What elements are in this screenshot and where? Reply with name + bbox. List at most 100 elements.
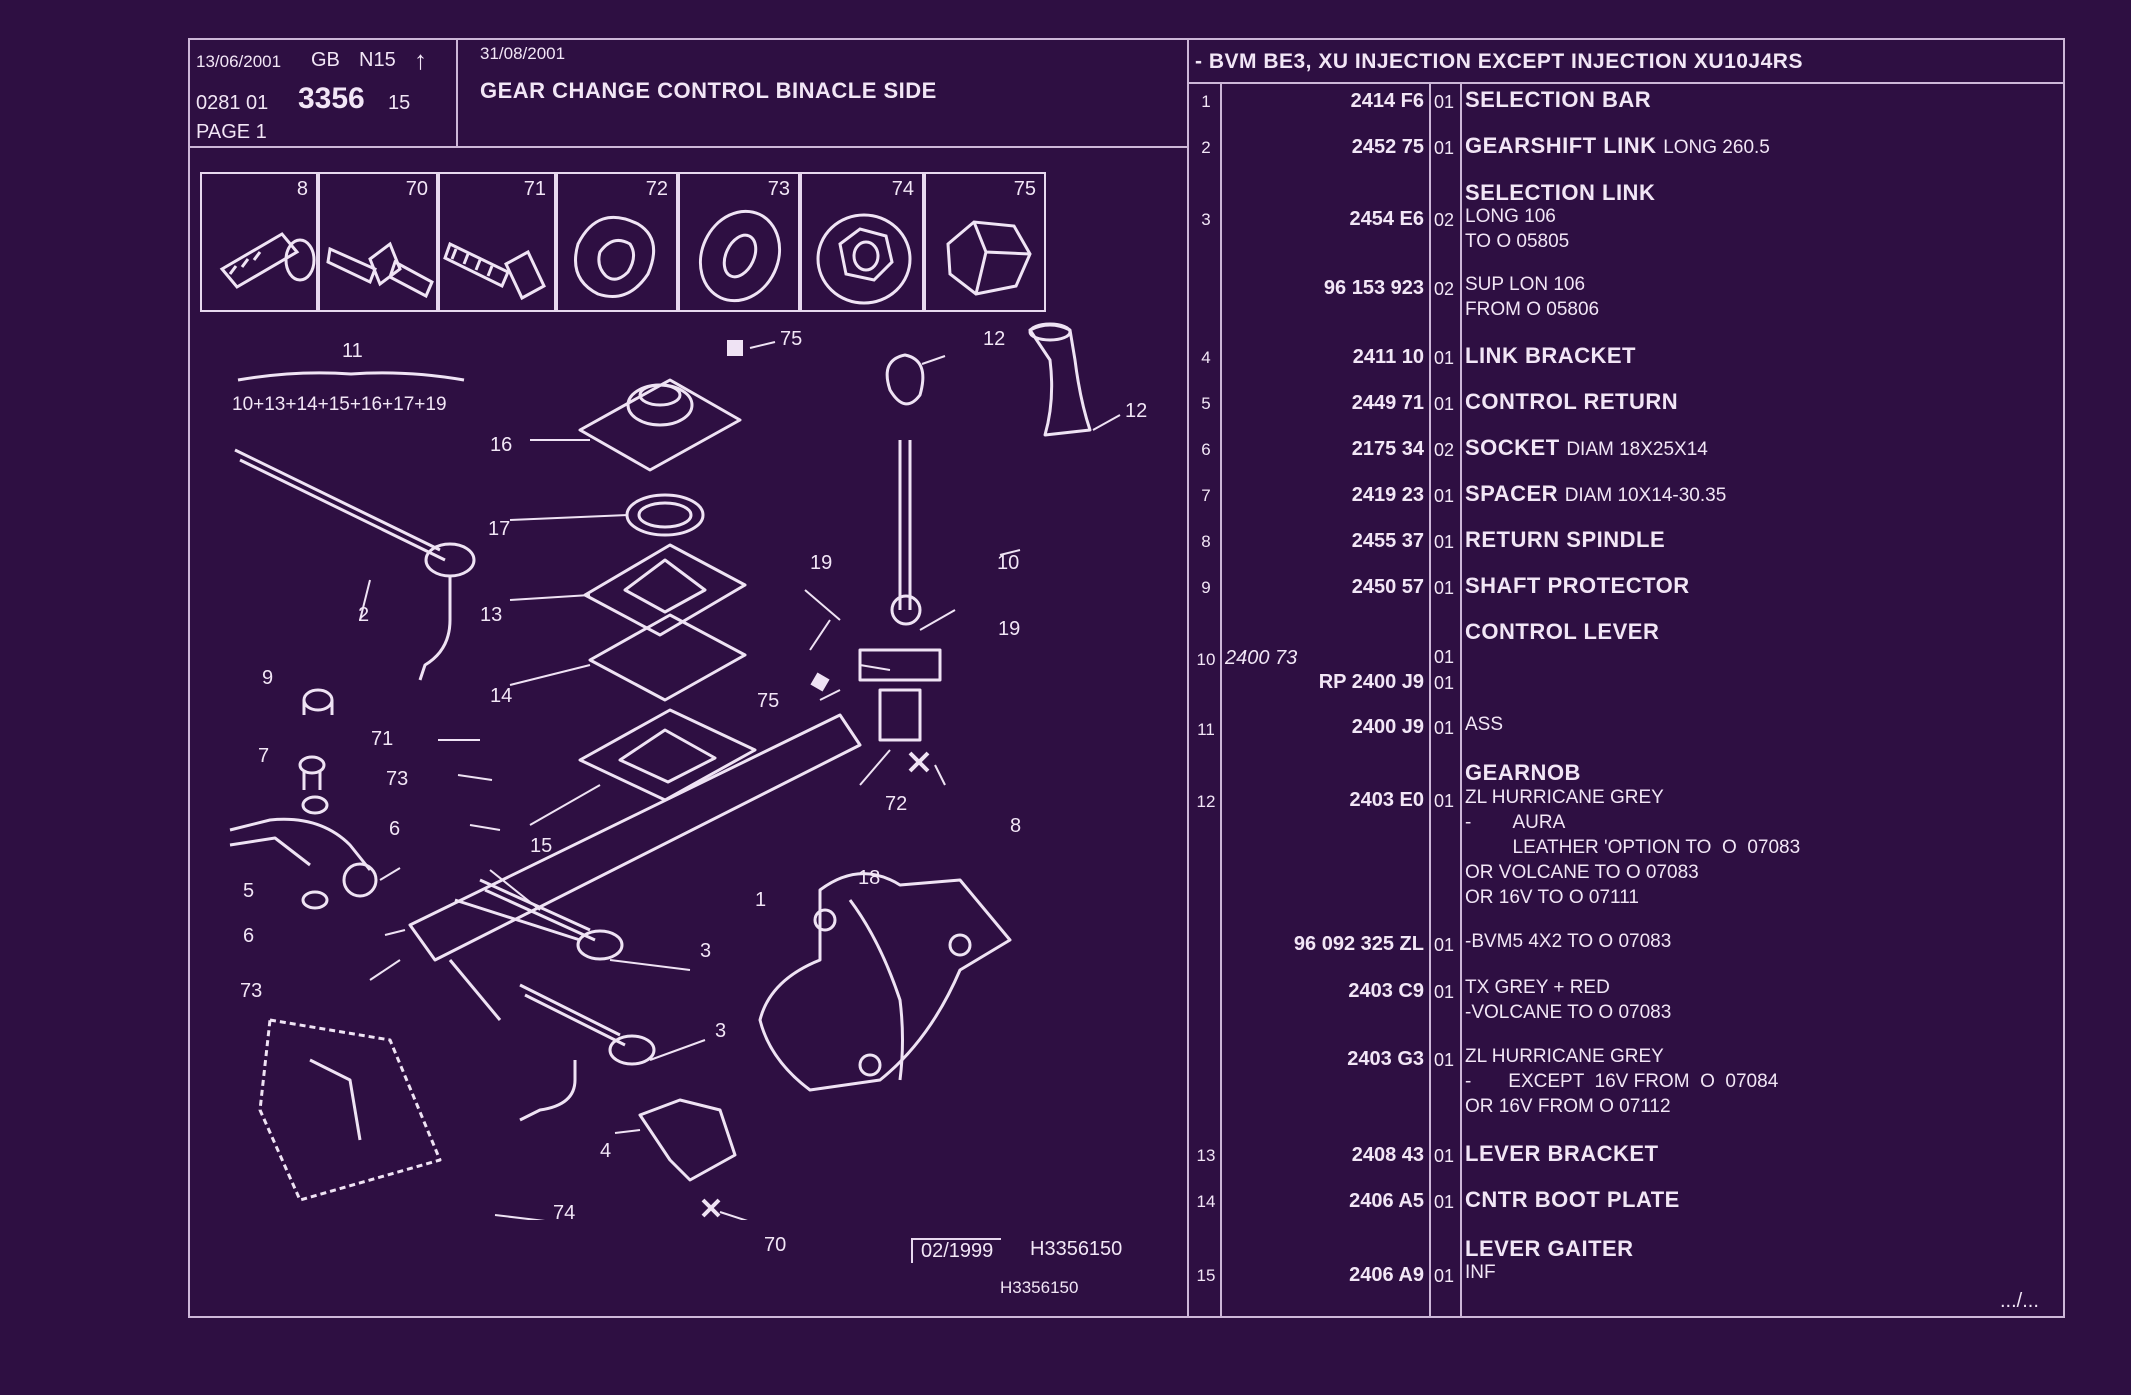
part-designation: SHAFT PROTECTOR (1465, 573, 1690, 598)
callout-73: 73 (386, 768, 409, 790)
callout-19: 19 (810, 552, 833, 574)
part-reference: 2454 E6 (1349, 208, 1424, 230)
part-reference-alt: 2400 73 (1225, 647, 1298, 669)
part-level: 01 (1433, 1050, 1455, 1070)
model: N15 (359, 49, 396, 71)
print-date: 13/06/2001 (196, 52, 282, 71)
list-divider (1187, 38, 1189, 1318)
row-number: 11 (1197, 720, 1215, 739)
drawing-ref-small: H3356150 (1000, 1278, 1079, 1297)
part-note: OR VOLCANE TO O 07083 (1465, 862, 1699, 883)
row-number: 4 (1201, 348, 1211, 367)
part-designation: CONTROL RETURN (1465, 389, 1679, 414)
page-title: GEAR CHANGE CONTROL BINACLE SIDE (480, 78, 937, 103)
row-number: 8 (1201, 532, 1211, 551)
callout-73: 73 (240, 980, 263, 1002)
part-level: 01 (1433, 935, 1455, 955)
part-box-8: 8 (200, 172, 318, 312)
part-note: -BVM5 4X2 TO O 07083 (1465, 931, 1672, 952)
callout-3: 3 (715, 1020, 727, 1042)
part-level: 02 (1433, 279, 1455, 299)
part-designation: SOCKET DIAM 18X25X14 (1465, 435, 1708, 460)
row-number: 14 (1196, 1192, 1216, 1211)
header-divider-left (456, 38, 458, 148)
part-reference: 2406 A9 (1349, 1264, 1424, 1286)
callout-12: 12 (983, 328, 1006, 350)
part-reference: 96 092 325 ZL (1293, 933, 1424, 955)
callout-19: 19 (998, 618, 1021, 640)
part-note: INF (1465, 1262, 1496, 1283)
part-note: ZL HURRICANE GREY (1465, 1046, 1664, 1067)
part-reference: 2414 F6 (1350, 90, 1424, 112)
row-number: 5 (1201, 394, 1211, 413)
part-box-73: 73 (678, 172, 800, 312)
row-number: 10 (1196, 650, 1216, 669)
screw-icon (443, 241, 546, 301)
part-note: -VOLCANE TO O 07083 (1465, 1002, 1672, 1023)
part-box-71: 71 (438, 172, 556, 312)
part-level: 01 (1433, 394, 1455, 414)
part-note: TX GREY + RED (1465, 977, 1610, 998)
callout-74: 74 (553, 1202, 576, 1224)
part-note: SUP LON 106 (1465, 274, 1586, 295)
row-number: 13 (1196, 1146, 1216, 1165)
part-level: 01 (1433, 673, 1455, 693)
part-level: 01 (1433, 138, 1455, 158)
parts-sheet (188, 38, 2065, 1318)
part-level: 01 (1433, 578, 1455, 598)
callout-6: 6 (243, 925, 255, 947)
col-lv-line (1460, 82, 1462, 1318)
clip-icon (574, 215, 656, 298)
callout-16: 16 (490, 434, 513, 456)
page-number: PAGE 1 (196, 121, 267, 143)
part-reference: 2419 23 (1351, 484, 1424, 506)
part-designation: LEVER GAITER (1465, 1236, 1634, 1261)
callout-6: 6 (389, 818, 401, 840)
part-note: - AURA (1465, 812, 1566, 833)
part-level: 01 (1433, 348, 1455, 368)
part-reference: 2403 E0 (1349, 789, 1424, 811)
callout-15: 15 (530, 835, 553, 857)
callout-4: 4 (600, 1140, 612, 1162)
arrow-up-icon: ↑ (414, 45, 427, 75)
part-level: 02 (1433, 210, 1455, 230)
issue-date: 31/08/2001 (480, 44, 566, 63)
part-note: OR 16V TO O 07111 (1465, 887, 1639, 908)
part-box-72: 72 (556, 172, 678, 312)
part-note: ZL HURRICANE GREY (1465, 787, 1664, 808)
bolt-icon (219, 232, 316, 289)
stud-icon (326, 241, 434, 299)
callout-10: 10 (997, 552, 1020, 574)
part-reference: 2452 75 (1351, 136, 1424, 158)
ref-main: 3356 (298, 82, 365, 115)
callout-75: 75 (780, 328, 803, 350)
part-level: 01 (1433, 982, 1455, 1002)
part-level: 01 (1433, 532, 1455, 552)
part-reference: 2403 G3 (1347, 1048, 1424, 1070)
part-designation: SELECTION LINK (1465, 180, 1656, 205)
cap-nut-icon (946, 220, 1032, 296)
part-box-75: 75 (924, 172, 1046, 312)
drawing-ref: H3356150 (1030, 1238, 1123, 1260)
part-designation: RETURN SPINDLE (1465, 527, 1666, 552)
ref-suffix: 15 (388, 92, 411, 114)
callout-72: 72 (885, 793, 908, 815)
part-level: 01 (1433, 1146, 1455, 1166)
part-note: - EXCEPT 16V FROM O 07084 (1465, 1071, 1779, 1092)
part-designation: SELECTION BAR (1465, 87, 1652, 112)
row-number: 9 (1201, 578, 1211, 597)
part-level: 02 (1433, 440, 1455, 460)
part-box-74: 74 (800, 172, 924, 312)
row-number: 2 (1201, 138, 1211, 157)
continued-mark: .../... (2000, 1290, 2039, 1312)
row-number: 1 (1201, 92, 1211, 111)
drawing-date-box: 02/1999 (911, 1238, 1002, 1263)
part-level: 01 (1433, 92, 1455, 112)
part-designation: LINK BRACKET (1465, 343, 1636, 368)
callout-75: 75 (757, 690, 780, 712)
callout-71: 71 (371, 728, 394, 750)
part-level: 01 (1433, 1192, 1455, 1212)
brace-icon (237, 371, 465, 382)
callout-9: 9 (262, 667, 274, 689)
callout-13: 13 (480, 604, 503, 626)
